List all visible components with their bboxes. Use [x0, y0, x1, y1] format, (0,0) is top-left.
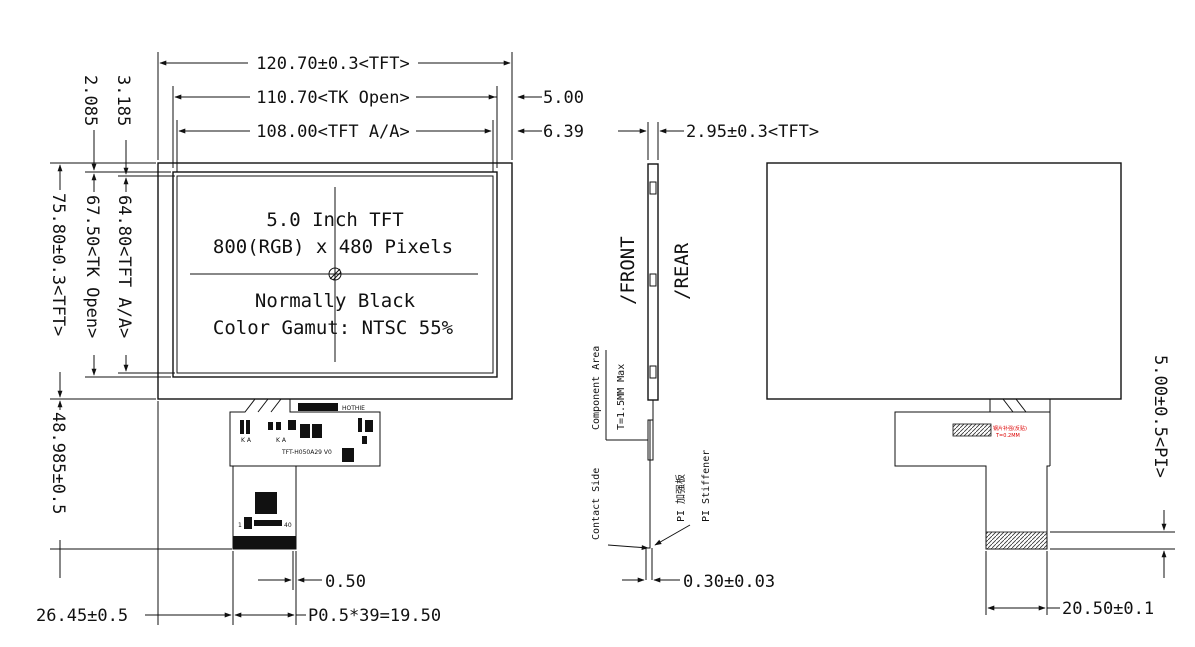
rear-panel [766, 162, 1122, 400]
dim-width-tft-aa: 108.00<TFT A/A> [256, 122, 410, 142]
red-note-2: T=0.2MM [995, 433, 1020, 439]
spec-line-1: 5.0 Inch TFT [266, 209, 403, 231]
dim-fpc-left-offset: 26.45±0.5 [36, 606, 128, 626]
fpc-ka-1: K A [241, 437, 252, 444]
fpc-pin-first: 1 [238, 522, 242, 529]
fpc-part-no: TFT-H050A29 V0 [281, 449, 332, 456]
steel-stiffener [952, 423, 992, 437]
rear-label: /REAR [671, 242, 693, 300]
dim-top-offset-tk: 3.185 [113, 75, 133, 126]
side-view: 2.95±0.3<TFT> /FRONT /REAR Component Are… [591, 122, 819, 592]
red-note-1: 钢片补强(反贴) [993, 425, 1027, 432]
contact-side-label: Contact Side [591, 468, 602, 540]
active-area-inner [176, 175, 494, 374]
dim-height-tk-open: 67.50<TK Open> [82, 195, 102, 338]
pi-stiffener-area [985, 531, 1048, 550]
fpc-brand: HOTHIE [342, 405, 365, 412]
panel-outline [157, 162, 513, 400]
dim-height-tft-aa: 64.80<TFT A/A> [114, 195, 134, 338]
front-label: /FRONT [617, 236, 639, 305]
dim-thickness: 2.95±0.3<TFT> [686, 122, 819, 142]
dim-fpc-length: 48.985±0.5 [48, 412, 68, 514]
component-max-label: T=1.5MM Max [616, 364, 627, 430]
fpc-pin-last: 40 [284, 522, 292, 529]
active-area-outer [172, 171, 498, 378]
pi-stiffener-label: PI Stiffener [701, 450, 712, 522]
dim-fpc-thickness: 0.30±0.03 [683, 572, 775, 592]
fpc-ka-2: K A [276, 437, 287, 444]
rear-view: 钢片补强(反贴) T=0.2MM 20.50±0.1 5.00±0.5<PI> [766, 162, 1175, 619]
spec-line-2: 800(RGB) x 480 Pixels [213, 236, 453, 258]
dim-stiffener-length: 5.00±0.5<PI> [1150, 355, 1170, 478]
rear-fpc [894, 399, 1051, 550]
dim-right-offset-aa: 6.39 [543, 122, 584, 142]
spec-line-3: Normally Black [255, 290, 416, 312]
dim-width-tk-open: 110.70<TK Open> [256, 88, 410, 108]
center-mark [328, 267, 342, 281]
pi-cn-label: PI 加强板 [674, 474, 687, 522]
dim-right-offset-tk: 5.00 [543, 88, 584, 108]
dim-height-tft: 75.80±0.3<TFT> [48, 193, 68, 336]
dim-top-offset-aa: 2.085 [80, 75, 100, 126]
dim-pitch: P0.5*39=19.50 [308, 606, 441, 626]
dim-width-tft: 120.70±0.3<TFT> [256, 54, 410, 74]
spec-line-4: Color Gamut: NTSC 55% [213, 317, 454, 339]
dim-pin-width: 0.50 [325, 572, 366, 592]
front-view: 5.0 Inch TFT 800(RGB) x 480 Pixels Norma… [36, 52, 584, 626]
dim-fpc-width: 20.50±0.1 [1062, 599, 1154, 619]
fpc-connector [233, 536, 296, 549]
component-area-label: Component Area [591, 346, 602, 430]
